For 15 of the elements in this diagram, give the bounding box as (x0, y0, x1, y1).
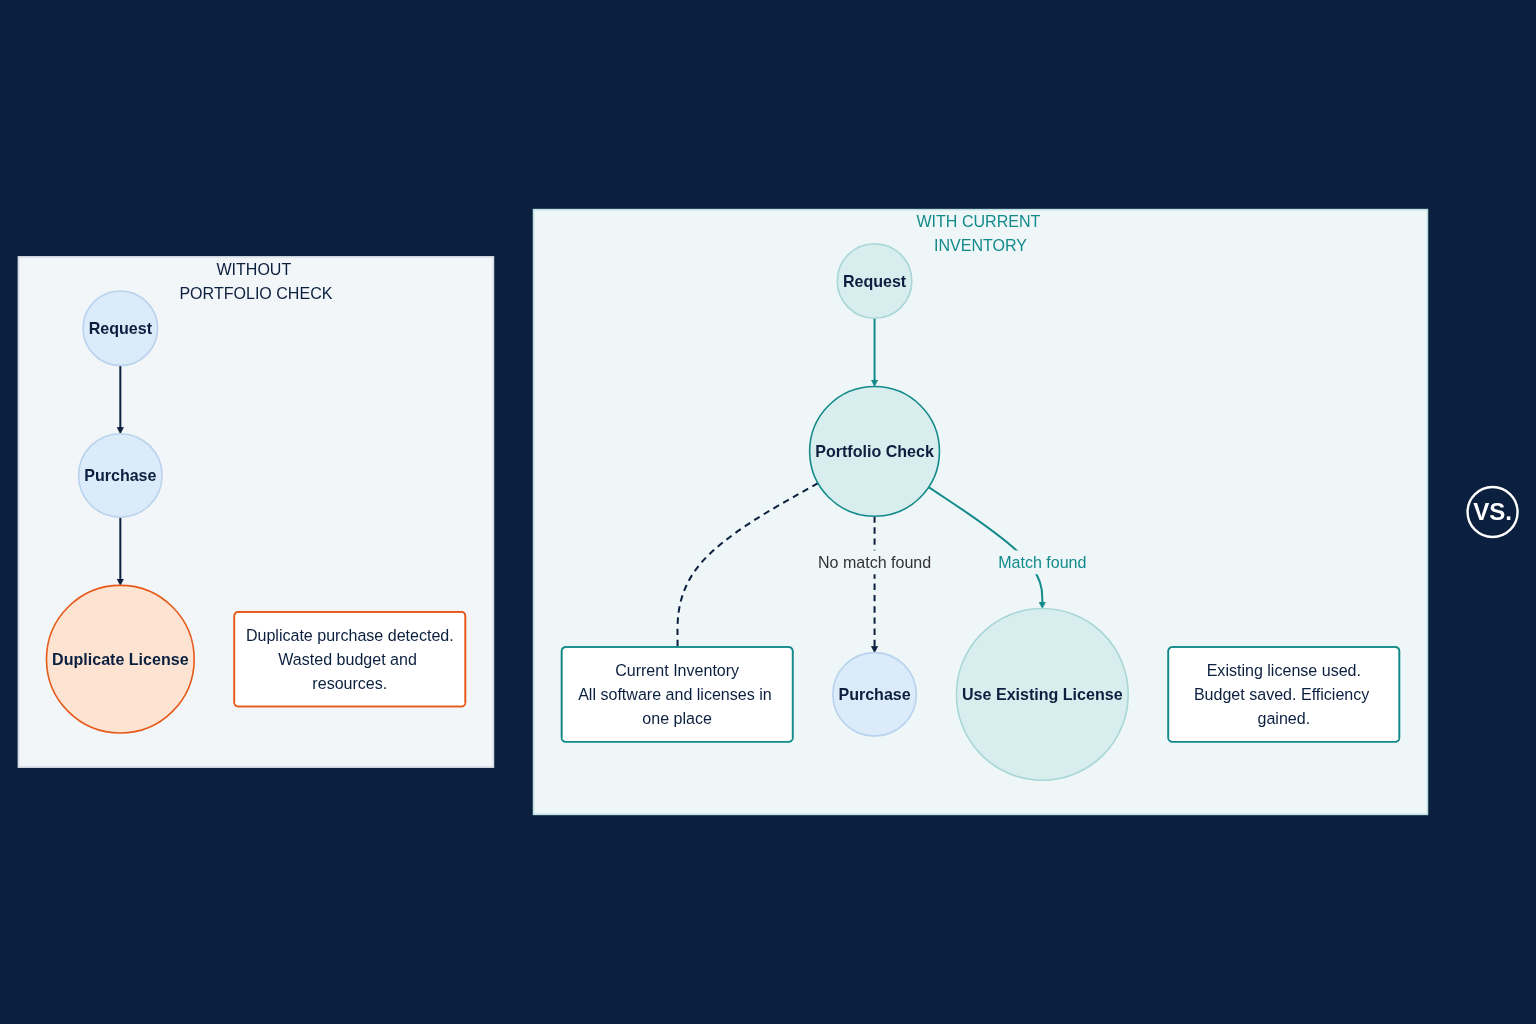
connector (676, 482, 819, 648)
node-circle: Duplicate License (45, 584, 195, 734)
edge-label: Match found (998, 553, 1087, 572)
node-circle: VS. (1466, 485, 1519, 539)
edge-label: No match found (817, 553, 932, 572)
node-circle: Request (82, 290, 159, 367)
arrow (116, 365, 124, 434)
arrow (871, 516, 879, 653)
arrow (871, 318, 879, 387)
arrow (116, 517, 124, 586)
node-circle: Request (836, 242, 913, 320)
node-circle: Purchase (77, 432, 163, 518)
node-circle: Purchase (832, 651, 918, 737)
node-circle: Portfolio Check (808, 385, 941, 518)
node-circle: Use Existing License (955, 607, 1129, 782)
